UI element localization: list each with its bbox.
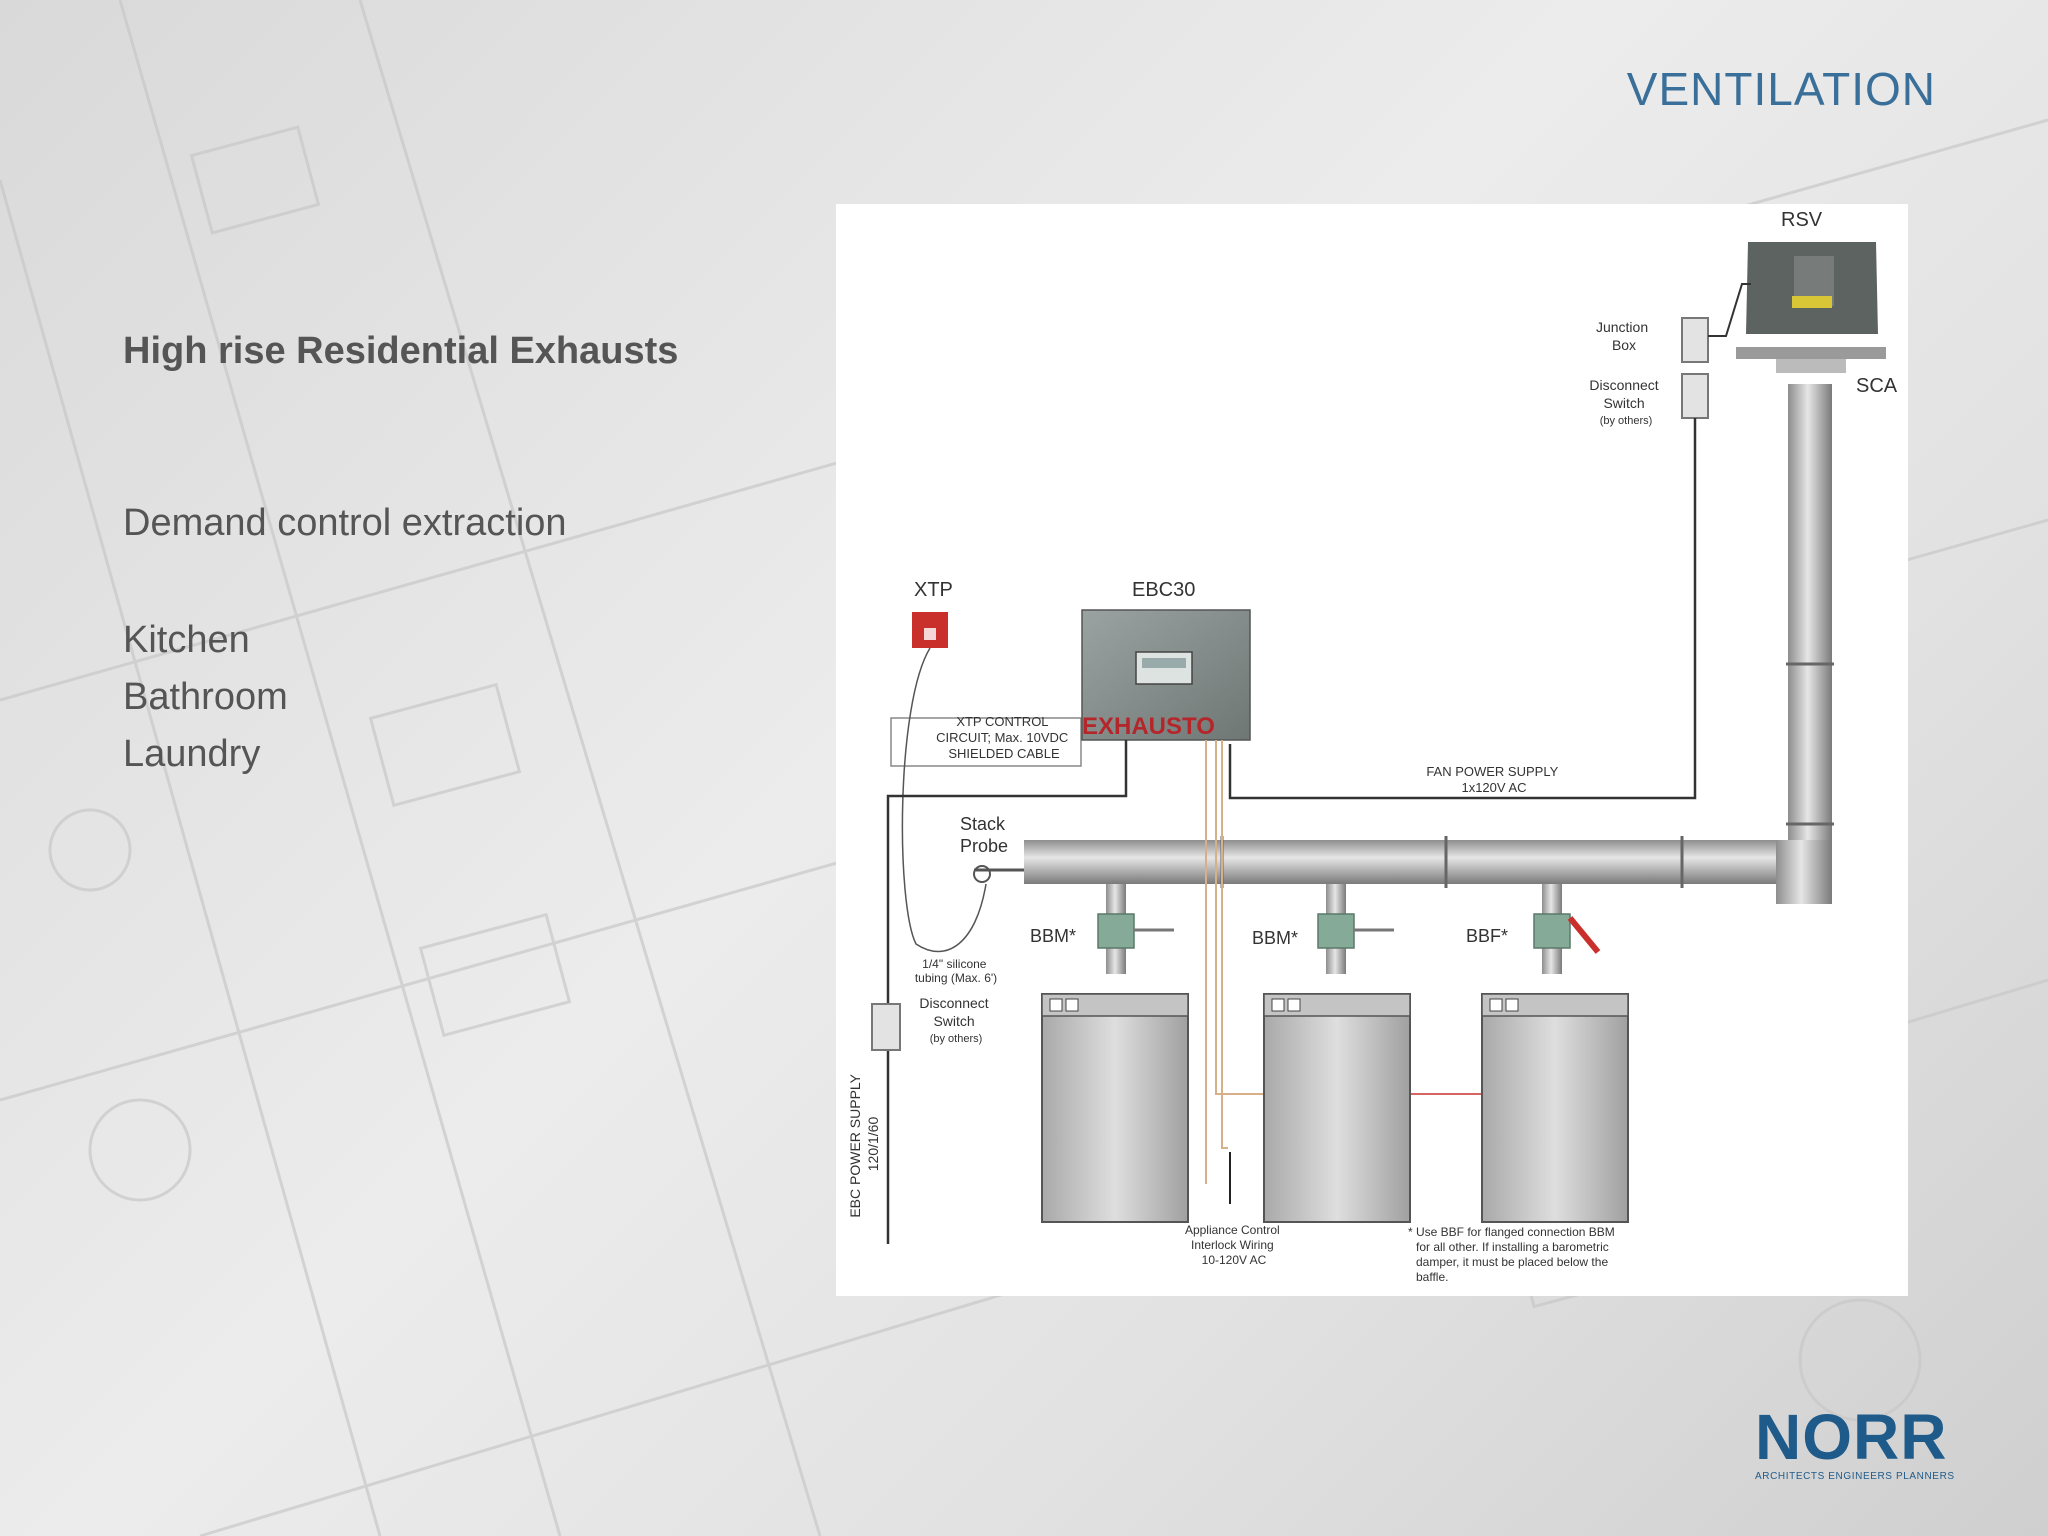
room-item-laundry: Laundry <box>123 733 261 775</box>
room-list: Kitchen Bathroom Laundry <box>123 612 288 783</box>
damper-bbm-1 <box>1097 884 1174 974</box>
section-heading: High rise Residential Exhausts <box>123 330 679 372</box>
label-disconnect-bottom: Disconnect Switch (by others) <box>919 995 992 1045</box>
room-item-bathroom: Bathroom <box>123 676 288 718</box>
label-junction-box: Junction Box <box>1596 319 1652 353</box>
appliance-2 <box>1263 993 1411 1223</box>
label-appliance-wiring: Appliance Control Interlock Wiring 10-12… <box>1185 1223 1283 1267</box>
ebc30-controller <box>1081 609 1251 741</box>
vertical-stack-pipe <box>1788 384 1832 904</box>
appliance-3 <box>1481 993 1629 1223</box>
logo-tagline: ARCHITECTS ENGINEERS PLANNERS <box>1755 1471 1955 1482</box>
label-rsv: RSV <box>1781 209 1823 231</box>
disconnect-switch-top <box>1681 373 1709 419</box>
disconnect-switch-bottom <box>871 1003 901 1051</box>
label-bbm-2: BBM* <box>1252 928 1298 948</box>
section-subheading: Demand control extraction <box>123 502 567 544</box>
label-disconnect-top: Disconnect Switch (by others) <box>1589 377 1662 427</box>
horizontal-header-pipe <box>1024 840 1800 884</box>
slide-title: VENTILATION <box>1626 63 1936 115</box>
appliance-1 <box>1041 993 1189 1223</box>
label-ebc-power: EBC POWER SUPPLY 120/1/60 <box>847 1070 881 1217</box>
junction-box <box>1681 317 1709 363</box>
label-footnote: * Use BBF for flanged connection BBM for… <box>1408 1225 1618 1284</box>
label-tubing: 1/4" silicone tubing (Max. 6') <box>915 957 997 985</box>
label-stack-probe: Stack Probe <box>960 814 1010 856</box>
norr-logo: NORR ARCHITECTS ENGINEERS PLANNERS <box>1755 1405 1955 1482</box>
label-fan-power: FAN POWER SUPPLY 1x120V AC <box>1426 764 1561 795</box>
logo-wordmark: NORR <box>1755 1401 1948 1473</box>
label-xtp-control: XTP CONTROL CIRCUIT; Max. 10VDC SHIELDED… <box>936 714 1072 761</box>
rsv-fan-unit <box>1736 242 1886 373</box>
label-ebc30: EBC30 <box>1132 579 1195 601</box>
exhausto-brand-text: EXHAUSTO <box>1082 713 1215 740</box>
label-bbf: BBF* <box>1466 926 1508 946</box>
ventilation-diagram: RSV SCA Junction Box Disconnect Switch (… <box>836 204 1908 1296</box>
damper-bbf <box>1533 884 1601 974</box>
label-bbm-1: BBM* <box>1030 926 1076 946</box>
room-item-kitchen: Kitchen <box>123 619 250 661</box>
label-xtp: XTP <box>914 579 953 601</box>
label-sca: SCA <box>1856 375 1898 397</box>
damper-bbm-2 <box>1317 884 1394 974</box>
